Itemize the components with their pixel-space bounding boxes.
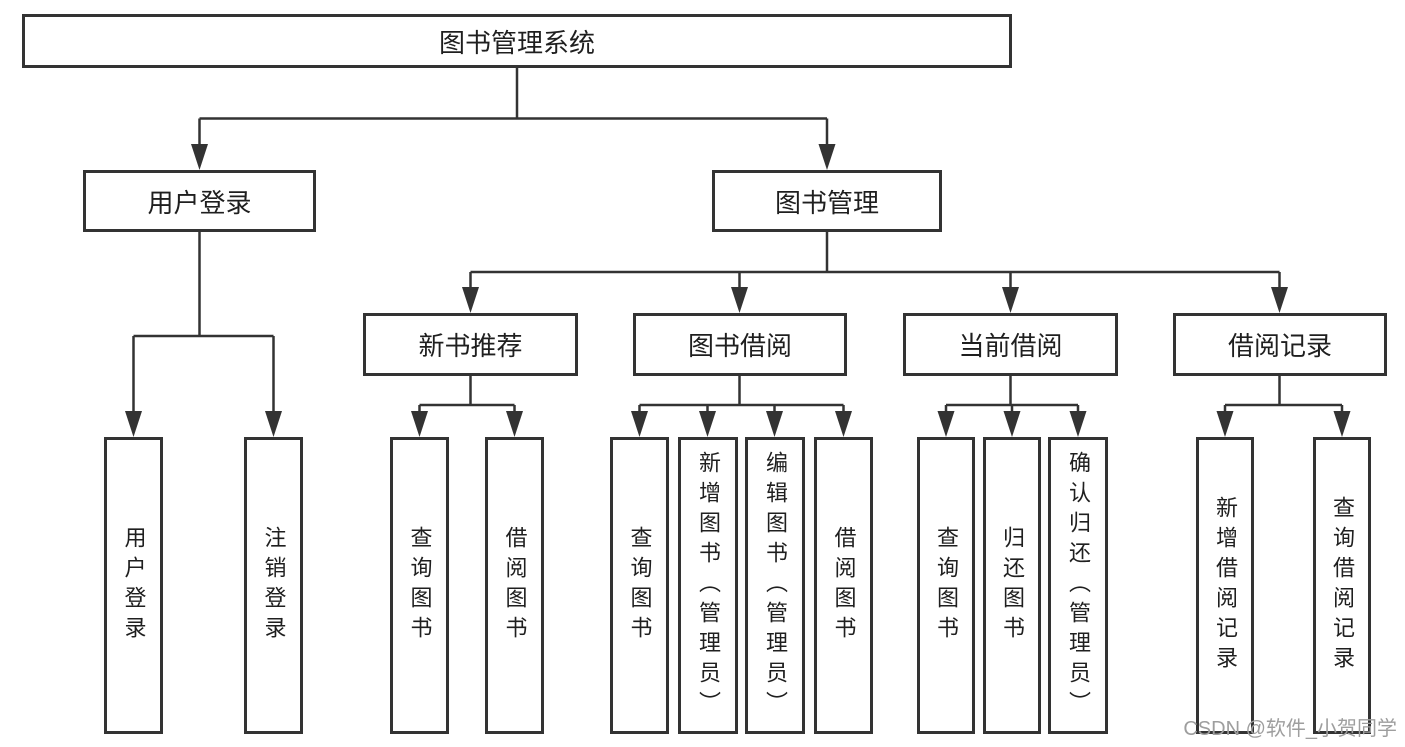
connector-path	[132, 68, 1344, 415]
arrow-down-icon	[731, 287, 748, 313]
node-leaf-borrow-books: 借阅图书	[814, 437, 873, 734]
node-leaf-return-book: 归还图书	[983, 437, 1041, 734]
arrow-down-icon	[191, 144, 208, 170]
node-leaf-query-books-recommend: 查询图书	[390, 437, 449, 734]
node-label: 用户登录	[147, 187, 252, 218]
node-label: 新增借阅记录	[1213, 495, 1238, 676]
node-new-book-recommend: 新书推荐	[363, 313, 578, 376]
node-leaf-borrow-books-recommend: 借阅图书	[485, 437, 544, 734]
node-leaf-query-books-current: 查询图书	[917, 437, 975, 734]
arrowheads	[125, 144, 1351, 437]
node-leaf-confirm-return-admin: 确认归还（管理员）	[1048, 437, 1108, 734]
arrow-down-icon	[1003, 411, 1021, 437]
arrow-down-icon	[411, 411, 428, 437]
node-label: 新书推荐	[418, 331, 523, 361]
arrow-down-icon	[1069, 411, 1087, 437]
node-label: 借阅图书	[831, 525, 857, 646]
arrow-down-icon	[462, 287, 479, 313]
node-leaf-add-borrow-record: 新增借阅记录	[1196, 437, 1254, 734]
node-label: 新增图书（管理员）	[696, 450, 721, 721]
node-leaf-query-books-borrow: 查询图书	[610, 437, 669, 734]
arrow-down-icon	[699, 411, 716, 437]
arrow-down-icon	[937, 411, 955, 437]
node-current-borrow: 当前借阅	[903, 313, 1118, 376]
node-label: 查询图书	[407, 525, 433, 646]
node-label: 图书管理	[774, 187, 879, 218]
node-label: 注销登录	[261, 525, 287, 646]
node-label: 借阅记录	[1227, 331, 1332, 361]
arrow-down-icon	[835, 411, 852, 437]
node-leaf-logout: 注销登录	[244, 437, 303, 734]
arrow-down-icon	[1271, 287, 1288, 313]
node-label: 查询借阅记录	[1330, 495, 1355, 676]
arrow-down-icon	[766, 411, 783, 437]
arrow-down-icon	[1216, 411, 1234, 437]
node-borrow-records: 借阅记录	[1173, 313, 1387, 376]
node-label: 查询图书	[627, 525, 653, 646]
node-leaf-query-borrow-record: 查询借阅记录	[1313, 437, 1371, 734]
arrow-down-icon	[265, 411, 282, 437]
csdn-watermark: CSDN @软件_小贺同学	[1183, 718, 1397, 740]
node-label: 用户登录	[121, 525, 147, 646]
arrow-down-icon	[631, 411, 648, 437]
node-label: 当前借阅	[958, 331, 1063, 361]
node-leaf-add-book-admin: 新增图书（管理员）	[678, 437, 738, 734]
node-label: 编辑图书（管理员）	[763, 450, 788, 721]
node-label: 图书管理系统	[438, 27, 595, 58]
node-label: 确认归还（管理员）	[1066, 450, 1091, 721]
node-root: 图书管理系统	[22, 14, 1012, 68]
arrow-down-icon	[818, 144, 836, 170]
arrow-down-icon	[125, 411, 142, 437]
arrow-down-icon	[1002, 287, 1019, 313]
arrow-down-icon	[506, 411, 523, 437]
node-book-management: 图书管理	[712, 170, 942, 232]
node-label: 查询图书	[934, 525, 959, 646]
node-book-borrow: 图书借阅	[633, 313, 847, 376]
node-leaf-edit-book-admin: 编辑图书（管理员）	[745, 437, 805, 734]
arrow-down-icon	[1333, 411, 1351, 437]
node-label: 图书借阅	[687, 331, 792, 361]
node-label: 归还图书	[1000, 525, 1025, 646]
node-leaf-user-login: 用户登录	[104, 437, 163, 734]
node-label: 借阅图书	[502, 525, 528, 646]
node-user-login: 用户登录	[83, 170, 316, 232]
